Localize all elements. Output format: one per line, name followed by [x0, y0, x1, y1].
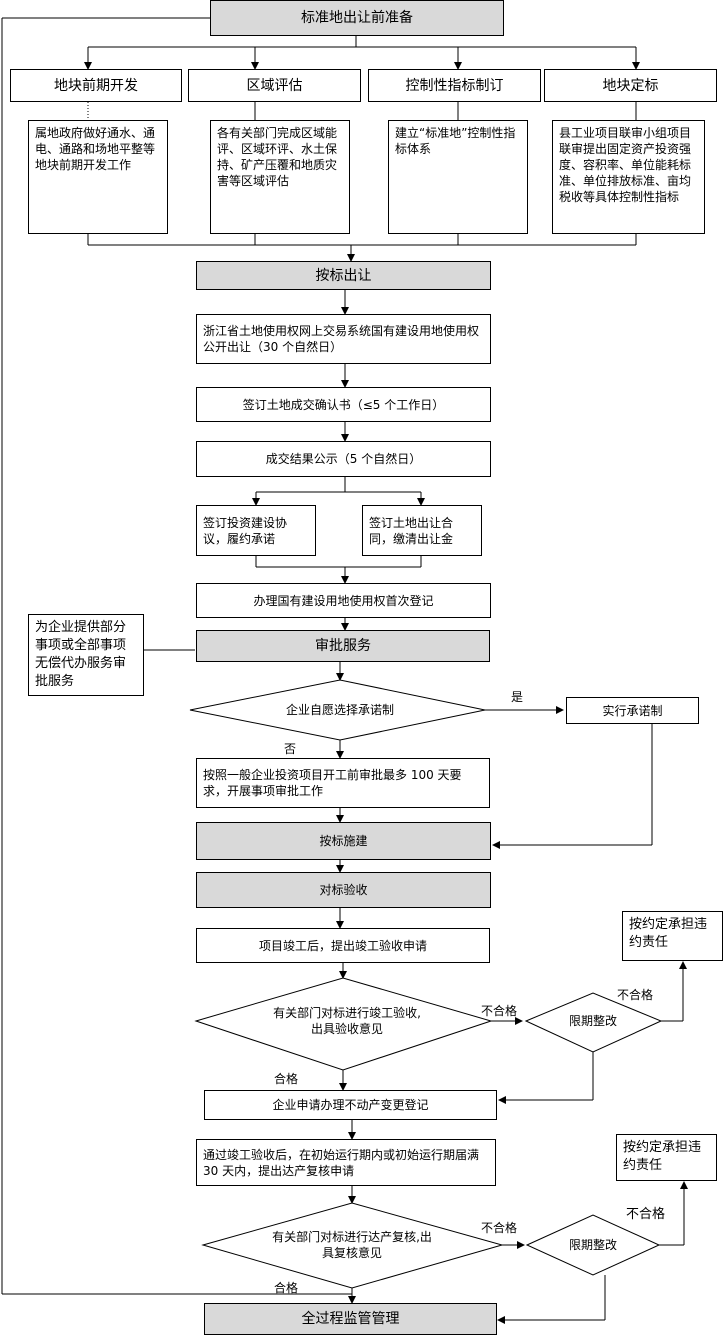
prep-header-land-development: 地块前期开发: [10, 69, 182, 102]
review-rectify-diamond: [525, 1214, 661, 1276]
approval-no-label: 否: [284, 742, 297, 756]
accept-apply-box: 项目竣工后，提出竣工验收申请: [196, 928, 490, 963]
prep-detail-land-standard: 县工业项目联审小组项目联审提出固定资产投资强度、容积率、单位能耗标准、单位排放标…: [552, 120, 705, 234]
approval-normal-process-box: 按照一般企业投资项目开工前审批最多 100 天要求，开展事项审批工作: [196, 758, 490, 808]
prep-detail-indicator-setting: 建立“标准地”控制性指标体系: [388, 120, 528, 234]
sale-step-first-registration: 办理国有建设用地使用权首次登记: [196, 583, 491, 618]
review-check-diamond: [201, 1202, 504, 1289]
approval-decision-text: 企业自愿选择承诺制: [285, 703, 394, 717]
accept-fail2-label: 不合格: [617, 988, 654, 1002]
side-service-box: 为企业提供部分事项或全部事项无偿代办服务审批服务: [28, 614, 144, 696]
review-liability-box: 按约定承担违约责任: [616, 1134, 717, 1181]
accept-title-box: 对标验收: [196, 872, 491, 908]
approval-title-box: 审批服务: [196, 630, 490, 662]
review-pass-label: 合格: [274, 1281, 299, 1295]
sale-step-investment-agreement: 签订投资建设协议，履约承诺: [196, 505, 316, 556]
sale-step-land-contract: 签订土地出让合同，缴清出让金: [362, 505, 482, 556]
review-fail2-label: 不合格: [626, 1207, 666, 1222]
acceptance-rectify-diamond: [524, 992, 663, 1053]
supervision-title-box: 全过程监管管理: [204, 1303, 497, 1335]
review-check-text: 有关部门对标进行达产复核,出具复核意见: [272, 1230, 432, 1260]
accept-rectify-text: 限期整改: [568, 1014, 617, 1028]
decision-commitment-diamond: [189, 679, 486, 741]
prep-header-land-standard: 地块定标: [544, 69, 717, 102]
prep-header-regional-assessment: 区域评估: [188, 69, 361, 102]
prep-header-indicator-setting: 控制性指标制订: [368, 69, 541, 102]
build-title-box: 按标施建: [196, 822, 491, 860]
acceptance-check-diamond: [194, 977, 493, 1071]
review-rectify-text: 限期整改: [568, 1238, 617, 1252]
prep-title-box: 标准地出让前准备: [210, 0, 504, 36]
accept-fail-label: 不合格: [481, 1004, 518, 1018]
approval-commitment-box: 实行承诺制: [566, 697, 699, 724]
sale-title-box: 按标出让: [196, 261, 491, 290]
accept-pass-label: 合格: [274, 1072, 299, 1086]
accept-register-box: 企业申请办理不动产变更登记: [204, 1090, 497, 1120]
review-fail-label: 不合格: [481, 1221, 518, 1235]
prep-detail-regional-assessment: 各有关部门完成区域能评、区域环评、水土保持、矿产压覆和地质灾害等区域评估: [210, 120, 350, 234]
sale-step-online-auction: 浙江省土地使用权网上交易系统国有建设用地使用权公开出让（30 个自然日）: [196, 314, 491, 364]
accept-check-text: 有关部门对标进行竣工验收,出具验收意见: [273, 1006, 421, 1036]
sale-step-confirmation: 签订土地成交确认书（≤5 个工作日）: [196, 387, 491, 422]
accept-liability-box: 按约定承担违约责任: [622, 911, 723, 961]
review-apply-box: 通过竣工验收后，在初始运行期内或初始运行期届满 30 天内，提出达产复核申请: [196, 1139, 496, 1186]
prep-detail-land-development: 属地政府做好通水、通电、通路和场地平整等地块前期开发工作: [28, 120, 168, 234]
approval-yes-label: 是: [511, 690, 524, 704]
sale-step-publicity: 成交结果公示（5 个自然日）: [196, 441, 491, 477]
